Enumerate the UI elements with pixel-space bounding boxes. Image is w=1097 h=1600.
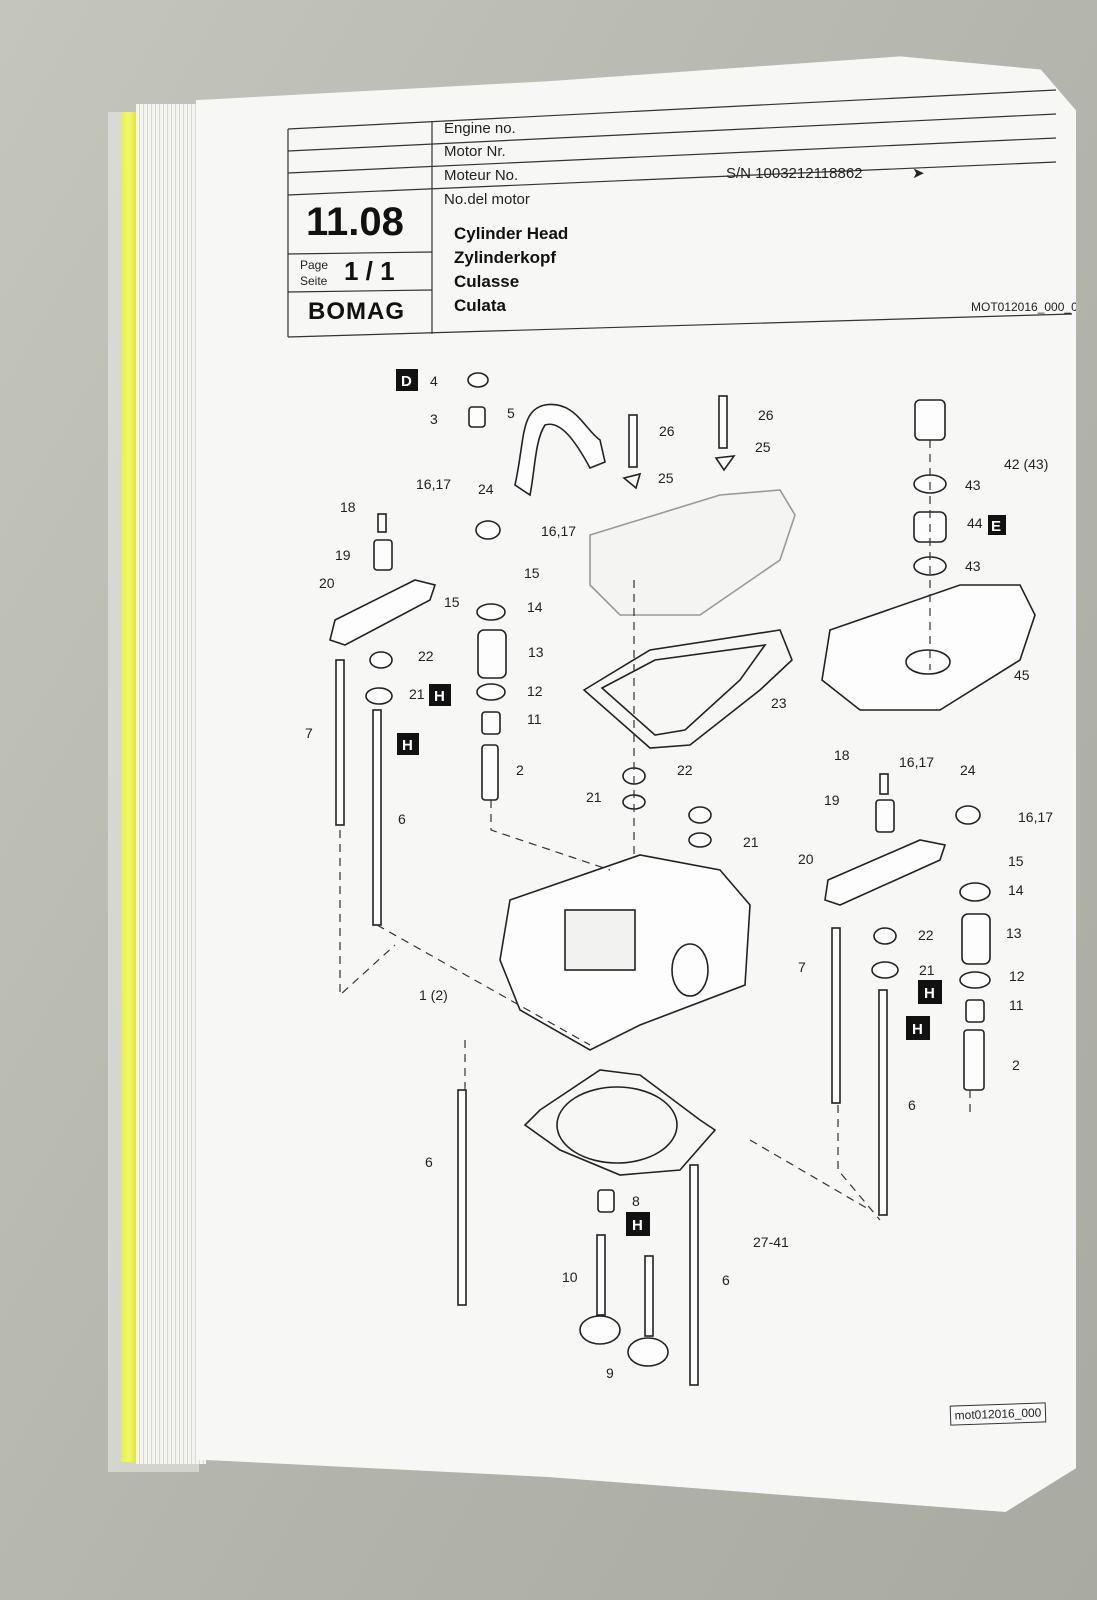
callout: 18 <box>834 747 850 763</box>
callout: 45 <box>1014 667 1030 683</box>
seite-word: Seite <box>300 274 328 288</box>
binder-edge <box>121 112 137 1462</box>
title-fr: Culasse <box>454 272 520 291</box>
callout: 15 <box>524 565 540 581</box>
callout: 11 <box>527 711 542 727</box>
callout: 15 <box>444 594 460 610</box>
marker-h: H <box>402 737 413 754</box>
marker-h: H <box>912 1021 923 1038</box>
callout: 23 <box>771 695 787 711</box>
callout: 19 <box>824 792 840 808</box>
drawing-code: MOT012016_000_00 <box>971 300 1085 314</box>
callout: 24 <box>478 481 494 497</box>
callout: 22 <box>677 762 693 778</box>
callout: 1 (2) <box>419 987 448 1003</box>
callout: 13 <box>528 644 544 660</box>
callout: 11 <box>1009 997 1024 1013</box>
callout: 21 <box>409 686 425 702</box>
callout: 22 <box>918 927 934 943</box>
callout: 14 <box>1008 882 1024 898</box>
motor-nr-label: Motor Nr. <box>444 143 506 160</box>
callout: 16,17 <box>1018 809 1053 825</box>
callout: 25 <box>755 439 771 455</box>
marker-e: E <box>991 518 1001 535</box>
callout: 12 <box>1009 968 1025 984</box>
callout: 16,17 <box>899 754 934 770</box>
callout: 21 <box>586 789 602 805</box>
marker-h: H <box>632 1217 643 1234</box>
callout: 7 <box>305 725 313 741</box>
page-word: Page <box>300 258 329 272</box>
callout: 13 <box>1006 925 1022 941</box>
serial-number: S/N 1003212118862 <box>726 165 863 182</box>
arrow-icon: ➤ <box>912 165 925 182</box>
callout: 22 <box>418 648 434 664</box>
marker-d: D <box>401 373 412 390</box>
callout: 15 <box>1008 853 1024 869</box>
callout: 20 <box>319 575 335 591</box>
callout: 16,17 <box>416 476 451 492</box>
callout: 2 <box>1012 1057 1020 1073</box>
callout: 6 <box>722 1272 730 1288</box>
callout: 6 <box>425 1154 433 1170</box>
callout: 25 <box>658 470 674 486</box>
callout: 7 <box>798 959 806 975</box>
callout: 18 <box>340 499 356 515</box>
exploded-diagram: D H H E H H H 4 3 5 26 26 25 25 18 16,17… <box>305 369 1053 1386</box>
callout: 4 <box>430 373 438 389</box>
callout: 10 <box>562 1269 578 1285</box>
bomag-logo: BOMAG <box>308 298 405 325</box>
moteur-no-label: Moteur No. <box>444 167 519 184</box>
header-table <box>287 89 1073 338</box>
callout: 27-41 <box>753 1234 789 1250</box>
callout: 6 <box>398 811 406 827</box>
callout: 43 <box>965 477 981 493</box>
callout: 8 <box>632 1193 640 1209</box>
callout: 44 <box>967 515 983 531</box>
callout: 42 (43) <box>1004 456 1048 472</box>
callout: 21 <box>743 834 759 850</box>
callout: 16,17 <box>541 523 576 539</box>
callout: 19 <box>335 547 351 563</box>
title-es: Culata <box>454 296 506 315</box>
callout: 5 <box>507 405 515 421</box>
callout: 3 <box>430 411 438 427</box>
callout: 26 <box>659 423 675 439</box>
callout: 12 <box>527 683 543 699</box>
page-number: 1 / 1 <box>344 256 395 286</box>
marker-h: H <box>924 985 935 1002</box>
page-stack <box>136 104 206 1464</box>
title-de: Zylinderkopf <box>454 248 557 267</box>
footer-code: mot012016_000 <box>949 1402 1047 1426</box>
callout: 2 <box>516 762 524 778</box>
engine-no-label: Engine no. <box>444 120 516 137</box>
section-number: 11.08 <box>306 200 404 244</box>
callout: 9 <box>606 1365 614 1381</box>
title-en: Cylinder Head <box>454 224 569 243</box>
callout: 43 <box>965 558 981 574</box>
no-del-motor-label: No.del motor <box>444 191 530 208</box>
callout: 20 <box>798 851 814 867</box>
callout: 26 <box>758 407 774 423</box>
callout: 14 <box>527 599 543 615</box>
callout: 21 <box>919 962 935 978</box>
marker-h: H <box>434 688 445 705</box>
callout: 24 <box>960 762 976 778</box>
callout: 6 <box>908 1097 916 1113</box>
